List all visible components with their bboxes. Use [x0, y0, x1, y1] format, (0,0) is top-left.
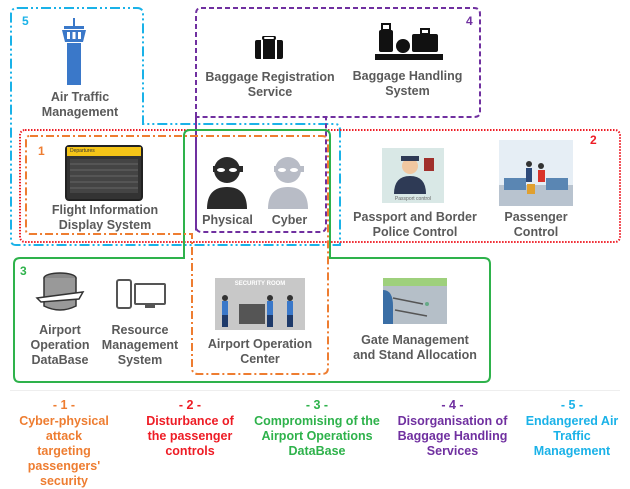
departures-board-icon: Departures [65, 145, 143, 201]
fids-label: Flight Information Display System [51, 203, 159, 232]
gate-label: Gate Management and Stand Allocation [353, 333, 477, 362]
attacker-physical-icon [207, 157, 247, 209]
group-3-number: 3 [20, 264, 27, 278]
group-1-number: 1 [38, 144, 45, 158]
physical-label: Physical [202, 213, 253, 227]
check-in-counter-icon [499, 140, 573, 206]
suitcase-icon [255, 36, 283, 59]
legend-item-4: - 4 - Disorganisation of Baggage Handlin… [397, 398, 508, 458]
legend-item-5: - 5 - Endangered Air Traffic Management [525, 398, 619, 458]
devices-icon [116, 279, 166, 309]
group-4-outline [195, 7, 481, 233]
group-2-number: 2 [590, 133, 597, 147]
security-room-caption: SECURITY ROOM [234, 281, 286, 287]
attacker-cyber-icon [268, 157, 308, 209]
legend-divider [10, 390, 620, 391]
aodb-label: Airport Operation DataBase [30, 323, 90, 367]
group-5-number: 5 [22, 14, 29, 28]
departures-board-header: Departures [67, 147, 141, 156]
air-traffic-label: Air Traffic Management [41, 90, 119, 119]
passport-caption: Passport control [394, 196, 432, 202]
group-4-number: 4 [466, 14, 473, 28]
rms-label: Resource Management System [101, 323, 179, 367]
passport-officer-icon: Passport control [382, 148, 444, 203]
legend-item-2: - 2 - Disturbance of the passenger contr… [146, 398, 234, 458]
legend-item-3: - 3 - Compromising of the Airport Operat… [254, 398, 380, 458]
group-3-outline [13, 129, 491, 383]
security-room-icon: SECURITY ROOM [215, 278, 305, 330]
baggage-conveyor-icon [375, 23, 443, 60]
control-tower-icon [62, 18, 86, 85]
database-plane-icon [35, 272, 85, 311]
aoc-label: Airport Operation Center [207, 337, 313, 366]
legend-item-1: - 1 - Cyber-physical attack targeting pa… [19, 398, 109, 488]
gate-map-icon [383, 278, 447, 324]
group-1-outline [25, 135, 329, 375]
baggage-registration-label: Baggage Registration Service [205, 70, 335, 99]
cyber-label: Cyber [271, 213, 308, 227]
group-outlines [10, 7, 621, 383]
group-4-lower-outline [195, 117, 327, 233]
baggage-handling-label: Baggage Handling System [352, 69, 463, 98]
passport-label: Passport and Border Police Control [353, 210, 477, 239]
passenger-control-label: Passenger Control [504, 210, 568, 239]
